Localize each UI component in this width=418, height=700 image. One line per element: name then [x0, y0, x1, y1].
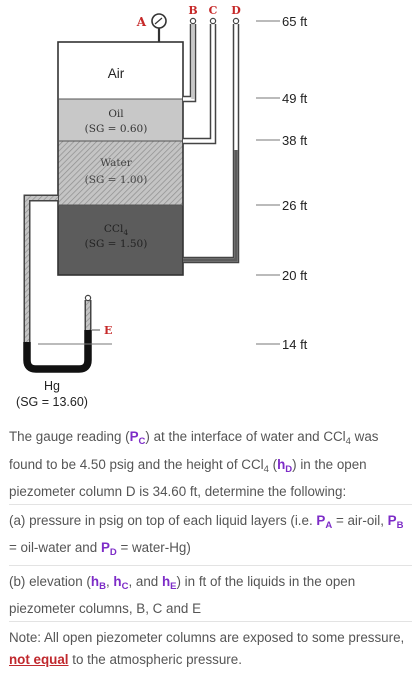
piezometer-d: [183, 17, 240, 264]
intro-text-3: was found to be 4.50 psig and the height…: [9, 429, 379, 472]
var-he-sub: E: [170, 580, 177, 592]
elevation-20: 20 ft: [282, 268, 308, 283]
tank-outline: [57, 41, 184, 276]
part-b-text-4: ) in ft of the liquids in the open piezo…: [9, 573, 356, 617]
var-he-main: h: [161, 573, 171, 589]
var-hd-sub: D: [285, 463, 293, 475]
problem-text: The gauge reading (PC) at the interface …: [9, 422, 412, 672]
mercury-label: Hg: [44, 379, 60, 393]
ccl4-layer: [58, 205, 183, 275]
elevation-65: 65 ft: [282, 14, 308, 29]
piezometer-c: [183, 17, 217, 145]
elevation-26: 26 ft: [282, 198, 308, 213]
part-a-text-2: = air-oil,: [332, 512, 388, 528]
mercury-manometer: [23, 194, 112, 373]
column-label-b: B: [188, 4, 197, 17]
intro-text-1: The gauge reading (: [9, 429, 130, 444]
tank: [57, 41, 184, 276]
oil-layer: [58, 99, 183, 141]
var-pb: PB: [387, 512, 404, 531]
ccl4-sg-label: (SG = 1.50): [85, 238, 148, 250]
part-a: (a) pressure in psig on top of each liqu…: [9, 503, 412, 565]
note-text-2: to the atmospheric pressure.: [68, 652, 242, 667]
oil-label: Oil: [108, 108, 124, 120]
mercury-sg-label: (SG = 13.60): [16, 395, 88, 409]
var-pd-main: P: [100, 540, 110, 555]
intro-text-4: (: [268, 456, 278, 472]
air-label: Air: [108, 66, 125, 81]
var-pb-sub: B: [396, 519, 404, 531]
air-layer: [58, 42, 183, 99]
part-b-text-2: ,: [105, 573, 114, 589]
intro-text-2: ) at the interface of water and CCl: [145, 429, 346, 444]
piezometer-tank-diagram: Air Oil (SG = 0.60) Water (SG = 1.00) CC…: [16, 4, 308, 409]
elevation-leaders: [256, 20, 280, 345]
part-b-text-1: (b) elevation (: [9, 573, 91, 589]
intro-sub-2: 4: [263, 463, 269, 475]
column-label-d: D: [231, 4, 241, 17]
ccl4-label-main: CCl: [104, 223, 124, 235]
note: Note: All open piezometer columns are ex…: [9, 620, 412, 672]
var-pc-sub: C: [138, 436, 146, 447]
var-hc-main: h: [113, 573, 122, 589]
elevation-14: 14 ft: [282, 337, 308, 352]
piezometer-b: [183, 17, 197, 103]
var-pc: PC: [129, 429, 146, 447]
var-pc-main: P: [129, 429, 139, 444]
column-label-c: C: [209, 4, 218, 17]
var-hb-sub: B: [99, 580, 106, 592]
note-text-1: Note: All open piezometer columns are ex…: [9, 629, 405, 645]
part-b-text-3: , and: [128, 573, 162, 589]
var-pd: PD: [100, 540, 117, 558]
var-hb: hB: [90, 573, 106, 592]
oil-sg-label: (SG = 0.60): [85, 123, 148, 135]
var-pa-main: P: [316, 512, 326, 528]
elevation-38: 38 ft: [282, 133, 308, 148]
var-pa-sub: A: [325, 519, 333, 531]
ccl4-label-sub: 4: [123, 228, 128, 237]
part-b: (b) elevation (hB, hC, and hE) in ft of …: [9, 564, 412, 621]
var-hd-main: h: [277, 456, 286, 472]
var-he: hE: [161, 573, 177, 592]
var-hb-main: h: [90, 573, 100, 589]
var-hc-sub: C: [121, 580, 129, 592]
var-pd-sub: D: [109, 547, 117, 558]
water-sg-label: (SG = 1.00): [85, 174, 148, 186]
part-a-text-4: = water-Hg): [116, 540, 191, 555]
elevation-49: 49 ft: [282, 91, 308, 106]
gauge-label-a: A: [136, 15, 147, 29]
ccl4-label: CCl4: [104, 223, 128, 237]
water-label: Water: [100, 157, 133, 169]
part-a-text-1: (a) pressure in psig on top of each liqu…: [9, 512, 317, 528]
var-pa: PA: [316, 512, 333, 531]
column-label-e: E: [104, 324, 112, 337]
intro-text-5: ) in the open piezometer column D is 34.…: [9, 456, 367, 500]
pressure-gauge: [151, 13, 167, 42]
note-emphasis: not equal: [9, 652, 69, 667]
intro-sub-1: 4: [345, 436, 351, 447]
problem-intro: The gauge reading (PC) at the interface …: [9, 426, 412, 504]
part-a-text-3: = oil-water and: [9, 540, 101, 555]
var-hc: hC: [113, 573, 129, 592]
var-pb-main: P: [387, 512, 397, 528]
var-hd: hD: [277, 456, 293, 475]
water-layer: [58, 141, 183, 205]
